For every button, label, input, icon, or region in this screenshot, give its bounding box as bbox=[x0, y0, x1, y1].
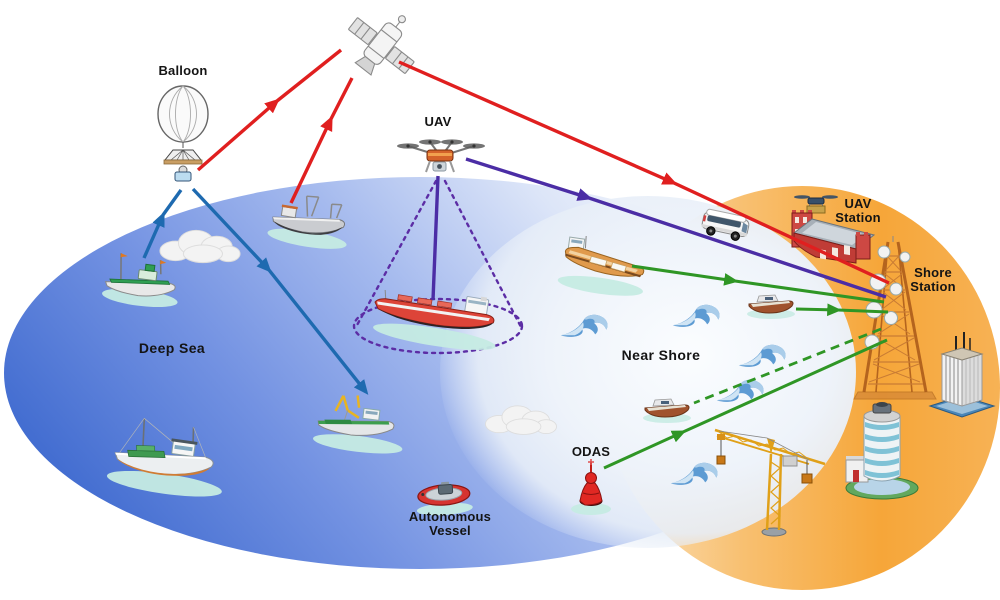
link-trawler-satellite bbox=[289, 77, 354, 204]
cargo-ship-icon bbox=[373, 290, 496, 350]
skyscraper-icon bbox=[928, 332, 996, 418]
wave-icon bbox=[672, 304, 720, 327]
uav-label: UAV bbox=[424, 114, 452, 129]
research-vessel-icon bbox=[102, 253, 178, 308]
round-building-icon bbox=[845, 402, 919, 500]
trawler-icon bbox=[267, 195, 347, 249]
crane-icon bbox=[714, 428, 826, 537]
wave-icon bbox=[560, 314, 608, 337]
autonomous-vessel-label: Autonomous Vessel bbox=[408, 509, 492, 539]
small-boat-icon bbox=[642, 398, 692, 423]
link-uav-ship bbox=[431, 175, 440, 301]
uav-station-label: UAV Station bbox=[835, 196, 881, 226]
wave-icon bbox=[738, 344, 786, 367]
uav-drone-icon bbox=[397, 139, 485, 173]
fishing-boat-icon bbox=[313, 395, 403, 454]
balloon-label: Balloon bbox=[158, 63, 208, 78]
link-balloon-satellite bbox=[196, 48, 343, 172]
odas-buoy-icon bbox=[571, 459, 611, 515]
bus-icon bbox=[701, 208, 750, 241]
satellite-icon bbox=[348, 15, 415, 76]
autonomous-vessel-icon bbox=[416, 481, 473, 516]
odas-label: ODAS bbox=[571, 444, 611, 459]
fishing-boat-icon bbox=[106, 418, 222, 497]
near-shore-label: Near Shore bbox=[621, 347, 701, 363]
shore-station-label: Shore Station bbox=[910, 265, 956, 295]
wave-icon bbox=[716, 379, 764, 402]
cloud-icon bbox=[485, 405, 557, 435]
balloon-icon bbox=[157, 85, 209, 182]
deep-sea-label: Deep Sea bbox=[138, 340, 206, 356]
small-boat-icon bbox=[746, 294, 796, 319]
barge-icon bbox=[557, 236, 645, 296]
